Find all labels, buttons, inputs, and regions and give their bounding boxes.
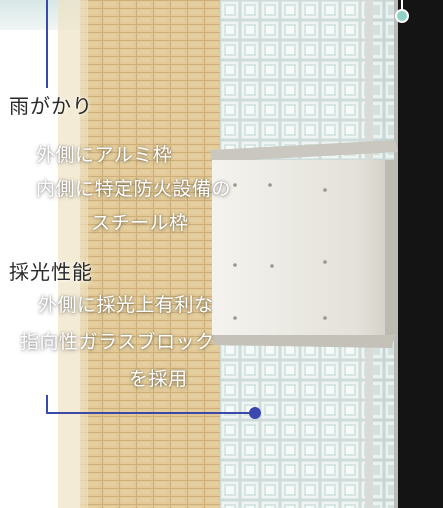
steel-panel (212, 160, 395, 335)
rain-exposure-heading: 雨がかり (9, 94, 93, 118)
upper-glass-block (220, 0, 365, 160)
rain-exposure-desc-line-1: 外側にアルミ枠 (36, 144, 173, 166)
tile-wall (80, 0, 220, 508)
lower-glass-block (220, 335, 365, 508)
leader-dot-bottom (249, 407, 261, 419)
daylighting-desc-line-2: 指向性ガラスブロック (20, 331, 215, 353)
daylighting-desc-line-3: を採用 (129, 368, 188, 390)
rain-exposure-desc-line-3: スチール枠 (91, 212, 189, 234)
rain-exposure-desc-line-2: 内側に特定防火設備の (36, 178, 232, 200)
daylighting-desc-line-1: 外側に採光上有利な (38, 294, 214, 316)
leader-dot-top (395, 9, 409, 23)
dark-background (395, 0, 443, 508)
daylighting-heading: 採光性能 (9, 260, 93, 284)
leader-line-bottom (46, 395, 255, 414)
